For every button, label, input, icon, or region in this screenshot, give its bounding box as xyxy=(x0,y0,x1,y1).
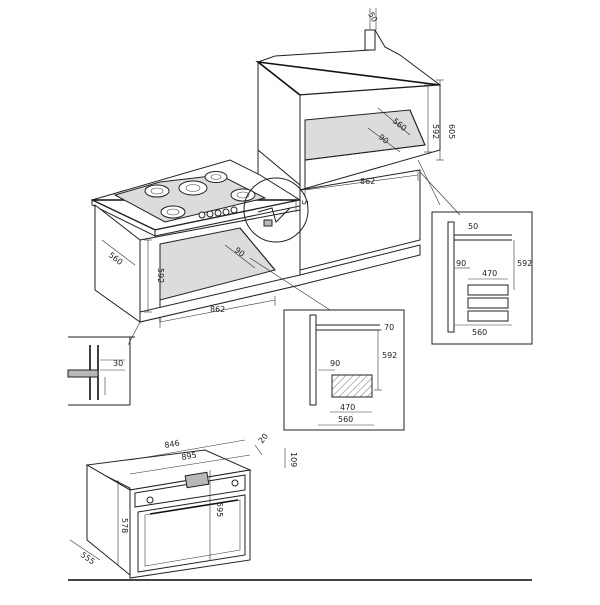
tall-cabinet xyxy=(255,8,461,271)
hob-gap-label: 5 xyxy=(300,200,309,205)
tall-inner-height-label: 592 xyxy=(431,124,440,139)
oven-width-front-label: 846 xyxy=(164,438,181,450)
oven-body-height-label: 578 xyxy=(120,518,129,533)
detail-right-oven-depth-label: 470 xyxy=(482,269,497,278)
detail-center-total-depth-label: 560 xyxy=(338,415,353,424)
hob-knobs xyxy=(198,206,238,219)
detail-center-top-label: 70 xyxy=(384,323,394,332)
detail-center-inner-depth-label: 90 xyxy=(330,359,340,368)
detail-center-height-label: 592 xyxy=(382,351,397,360)
oven-depth-label: 555 xyxy=(79,550,97,566)
oven-depth-top-label: 20 xyxy=(257,432,270,446)
detail-right-total-depth-label: 560 xyxy=(472,328,487,337)
oven-panel-height-label: 109 xyxy=(289,452,298,467)
tall-height-label: 605 xyxy=(447,124,456,139)
oven-front-height-label: 595 xyxy=(215,502,224,517)
detail-center-oven-depth-label: 470 xyxy=(340,403,355,412)
detail-left xyxy=(67,336,135,406)
tall-top-cutout-label: 50 xyxy=(366,11,379,24)
base-width-label: 862 xyxy=(210,305,225,314)
detail-right xyxy=(431,211,533,345)
detail-left-gap-label: 30 xyxy=(113,359,123,368)
oven xyxy=(69,439,286,579)
detail-right-height-label: 592 xyxy=(517,259,532,268)
oven-width-total-label: 895 xyxy=(181,450,198,462)
detail-right-top-label: 50 xyxy=(468,222,478,231)
base-height-label: 592 xyxy=(156,268,165,283)
hob-burners xyxy=(144,171,256,219)
base-cabinet xyxy=(90,159,421,346)
detail-right-inner-depth-label: 90 xyxy=(456,259,466,268)
detail-center xyxy=(283,309,405,431)
tall-width-label: 862 xyxy=(360,177,375,186)
